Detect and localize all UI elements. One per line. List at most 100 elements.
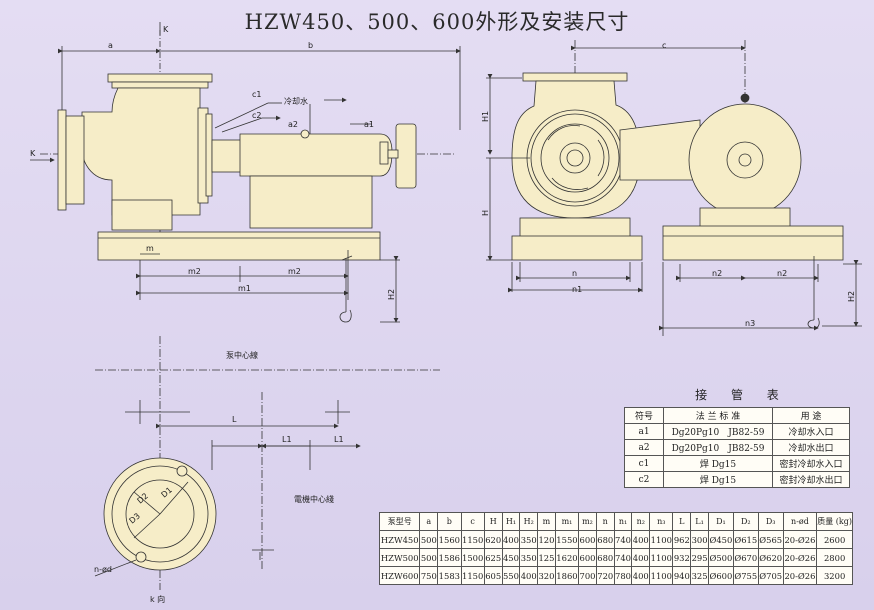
label-n1: n1 <box>572 285 582 294</box>
label-l1-left: L1 <box>282 435 292 444</box>
label-b: b <box>308 41 313 50</box>
label-n: n <box>572 269 577 278</box>
table-header-cell: L <box>672 512 692 531</box>
table-cell: 2800 <box>816 548 853 567</box>
label-a1: a1 <box>364 120 374 129</box>
label-n2-left: n2 <box>712 269 722 278</box>
table-cell: 1560 <box>437 530 462 549</box>
table-cell: Ø565 <box>757 530 784 549</box>
table-header-cell: a <box>419 512 439 531</box>
label-h2-end: H2 <box>847 291 856 302</box>
table-cell: 1100 <box>649 530 674 549</box>
table-header-cell: m₁ <box>554 512 580 531</box>
table-cell: 焊 Dg15 <box>663 471 773 488</box>
dimension-table: 泵型号 a b c H H₁ H₂ m m₁ m₂ n n₁ n₂ n₃ L L… <box>378 512 853 585</box>
table-header-cell: H₁ <box>501 512 521 531</box>
table-row: c1 焊 Dg15 密封冷却水入口 <box>624 455 850 472</box>
table-cell: 450 <box>501 548 521 567</box>
table-cell: Ø620 <box>757 548 784 567</box>
label-m1: m1 <box>238 284 251 293</box>
table-cell: Dg20Pg10 JB82-59 <box>663 439 773 456</box>
table-header-cell: D₃ <box>757 512 784 531</box>
table-header-cell: H <box>483 512 503 531</box>
table-cell: 350 <box>519 548 539 567</box>
table-cell: 620 <box>483 530 503 549</box>
label-cooling-water: 冷却水 <box>284 96 308 106</box>
table-header-cell: D₁ <box>707 512 734 531</box>
table-cell: 密封冷却水入口 <box>772 455 850 472</box>
label-h1: H1 <box>481 111 490 122</box>
table-cell: Ø615 <box>732 530 759 549</box>
table-cell: 962 <box>672 530 692 549</box>
table-cell: 700 <box>578 566 597 585</box>
label-n3: n3 <box>745 319 755 328</box>
table-cell: 720 <box>595 566 615 585</box>
label-n2-right: n2 <box>777 269 787 278</box>
table-cell: 冷却水出口 <box>772 439 850 456</box>
label-a2: a2 <box>288 120 298 129</box>
table-cell: HZW500 <box>378 548 421 567</box>
table-header-cell: 质量 (kg) <box>816 512 853 531</box>
table-header-cell: n₃ <box>649 512 674 531</box>
table-cell: 1860 <box>554 566 580 585</box>
label-m: m <box>146 244 154 253</box>
table-row: HZW600 750 1583 1150 605 550 400 320 186… <box>378 566 853 585</box>
table-cell: 3200 <box>816 566 853 585</box>
table-row: HZW500 500 1586 1500 625 450 350 125 162… <box>378 548 853 567</box>
label-k-top: K <box>163 25 169 34</box>
table-cell: 680 <box>595 548 615 567</box>
label-m2-left: m2 <box>188 267 201 276</box>
label-l1-right: L1 <box>334 435 344 444</box>
label-m2-right: m2 <box>288 267 301 276</box>
label-c1: c1 <box>252 90 262 99</box>
table-cell: 400 <box>519 566 539 585</box>
label-h2-side: H2 <box>387 289 396 300</box>
table-cell: a1 <box>624 423 664 440</box>
table-cell: 1586 <box>437 548 462 567</box>
table-header-cell: 用 途 <box>772 407 850 424</box>
table-cell: 1500 <box>460 548 485 567</box>
table-cell: 500 <box>419 548 439 567</box>
table-cell: 1100 <box>649 566 674 585</box>
table-cell: Ø500 <box>707 548 734 567</box>
table-cell: 1150 <box>460 530 485 549</box>
table-cell: 625 <box>483 548 503 567</box>
table-cell: Ø450 <box>707 530 734 549</box>
table-cell: 1583 <box>437 566 462 585</box>
table-cell: 400 <box>631 566 651 585</box>
table-cell: Dg20Pg10 JB82-59 <box>663 423 773 440</box>
table-cell: 焊 Dg15 <box>663 455 773 472</box>
table-header-cell: 符号 <box>624 407 664 424</box>
pipe-table-title: 接 管 表 <box>695 388 789 402</box>
table-cell: a2 <box>624 439 664 456</box>
table-cell: 550 <box>501 566 521 585</box>
label-motor-center: 電機中心綫 <box>294 494 334 504</box>
table-row: a2 Dg20Pg10 JB82-59 冷却水出口 <box>624 439 850 456</box>
table-cell: 325 <box>690 566 709 585</box>
table-header-cell: H₂ <box>519 512 539 531</box>
table-cell: HZW450 <box>378 530 421 549</box>
table-cell: c1 <box>624 455 664 472</box>
label-k-left: K <box>30 149 36 158</box>
table-cell: 780 <box>613 566 633 585</box>
table-cell: HZW600 <box>378 566 421 585</box>
table-cell: Ø670 <box>732 548 759 567</box>
table-cell: 20-Ø26 <box>782 566 818 585</box>
label-a: a <box>108 41 113 50</box>
table-cell: 600 <box>578 530 597 549</box>
table-header-cell: c <box>460 512 485 531</box>
label-n-od: n-ød <box>94 565 112 574</box>
table-cell: 1550 <box>554 530 580 549</box>
table-cell: Ø600 <box>707 566 734 585</box>
label-h: H <box>481 210 490 216</box>
table-row: c2 焊 Dg15 密封冷却水出口 <box>624 471 850 488</box>
k-view-plan <box>94 336 440 590</box>
table-row: HZW450 500 1560 1150 620 400 350 120 155… <box>378 530 853 549</box>
label-l: L <box>232 415 237 424</box>
table-cell: 320 <box>537 566 556 585</box>
table-header-cell: n₁ <box>613 512 633 531</box>
table-header-cell: D₂ <box>732 512 759 531</box>
label-pump-center: 泵中心線 <box>226 350 258 360</box>
